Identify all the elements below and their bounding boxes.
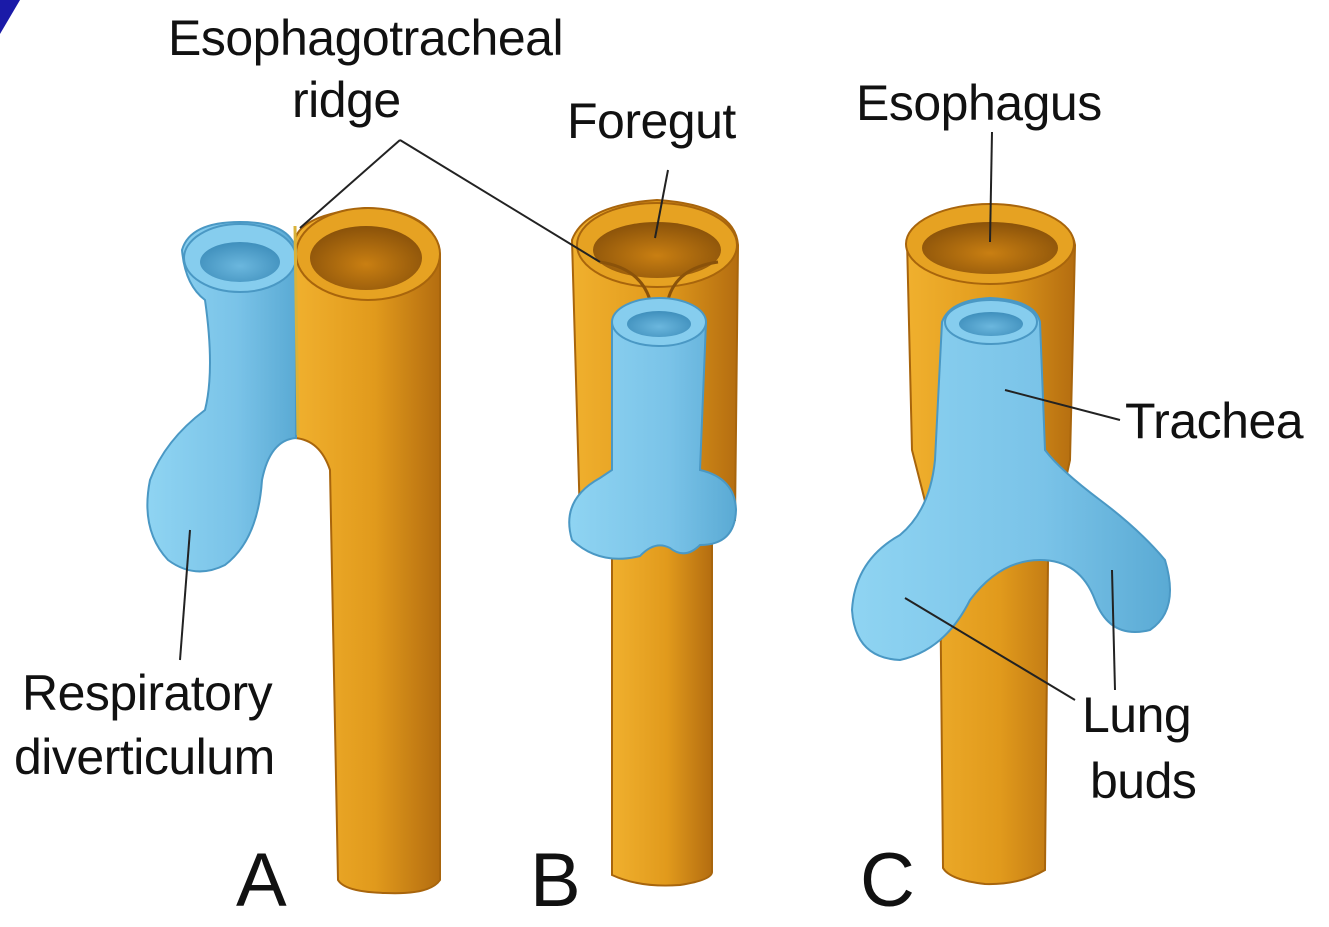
panel-label-b: B <box>530 843 581 919</box>
lung-buds-label-line2: buds <box>1090 756 1196 806</box>
respiratory-label-line2: diverticulum <box>14 732 275 782</box>
panel-a-esophagus <box>295 208 440 893</box>
respiratory-label-line1: Respiratory <box>22 668 272 718</box>
foregut-label: Foregut <box>567 96 736 146</box>
trachea-label: Trachea <box>1125 396 1303 446</box>
ridge-label-line1: Esophagotracheal <box>168 13 563 63</box>
panel-label-a: A <box>236 843 287 919</box>
panel-a-drawing <box>147 208 440 893</box>
esophagus-label: Esophagus <box>856 78 1102 128</box>
panel-label-c: C <box>860 843 915 919</box>
panel-b-lower-esophagus <box>612 540 712 886</box>
panel-b-drawing <box>569 200 738 886</box>
ridge-label-line2: ridge <box>292 75 401 125</box>
lung-buds-label-line1: Lung <box>1082 690 1191 740</box>
